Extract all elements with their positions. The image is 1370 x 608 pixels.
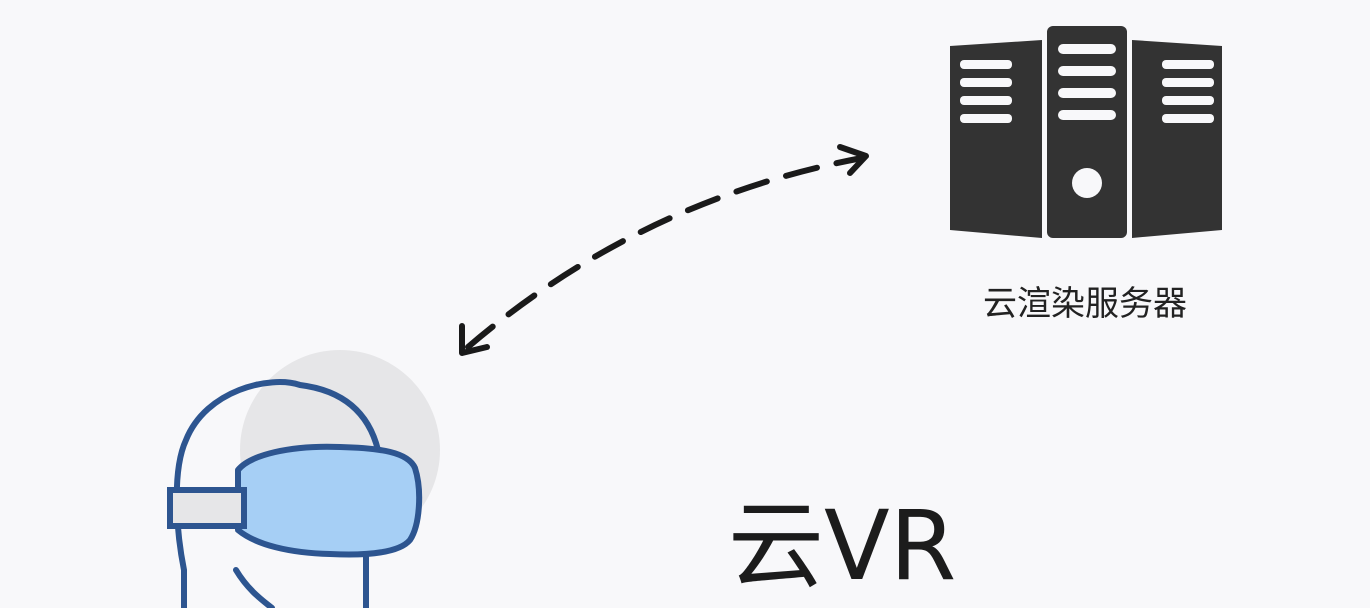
arrow-head-server [837, 144, 869, 176]
arrow-path [465, 155, 865, 350]
headset-strap [167, 487, 247, 529]
server-unit-center [1047, 26, 1127, 238]
headset-visor [235, 443, 423, 558]
server-unit-left [950, 40, 1042, 238]
server-unit-right [1132, 40, 1222, 238]
neck-line [233, 567, 275, 608]
server-power-button [1072, 168, 1102, 198]
page-title: 云VR [728, 490, 957, 602]
server-label: 云渲染服务器 [983, 284, 1187, 324]
arrow-head-user [459, 323, 490, 356]
